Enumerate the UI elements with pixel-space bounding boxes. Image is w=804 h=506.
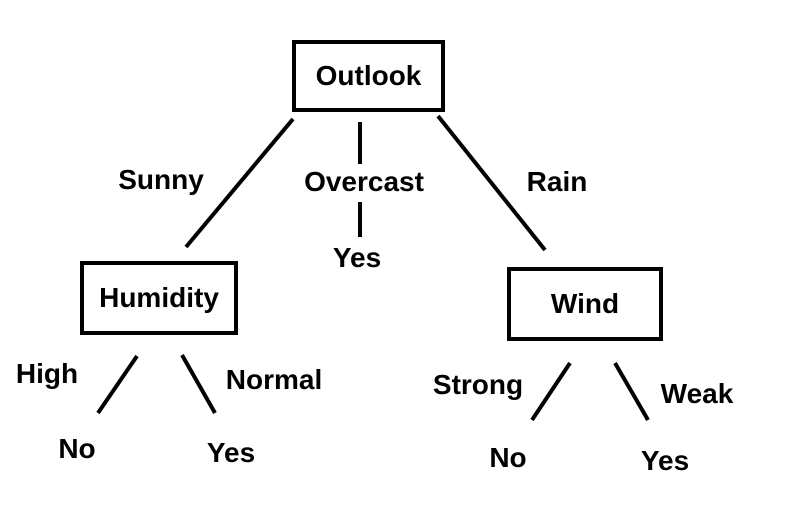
branch-label-sunny: Sunny	[118, 164, 204, 195]
leaf-weak-yes: Yes	[640, 445, 690, 476]
node-wind: Wind	[507, 267, 663, 341]
node-wind-label: Wind	[550, 288, 620, 319]
edge-outlook-wind	[436, 114, 547, 252]
branch-label-high: High	[15, 358, 79, 389]
branch-label-overcast: Overcast	[304, 166, 424, 197]
branch-label-rain: Rain	[526, 166, 588, 197]
branch-label-strong: Strong	[432, 369, 524, 400]
edge-humidity-yes	[180, 354, 217, 414]
edge-wind-yes	[613, 361, 650, 422]
node-outlook: Outlook	[292, 40, 445, 112]
edge-wind-no	[530, 361, 572, 422]
leaf-overcast-yes: Yes	[332, 242, 382, 273]
node-humidity: Humidity	[80, 261, 238, 335]
leaf-normal-yes: Yes	[206, 437, 256, 468]
edge-outlook-humidity	[184, 117, 295, 249]
branch-label-normal: Normal	[225, 364, 323, 395]
node-outlook-label: Outlook	[315, 60, 422, 91]
branch-label-weak: Weak	[660, 378, 734, 409]
leaf-high-no: No	[58, 433, 96, 464]
edge-humidity-no	[96, 354, 139, 415]
node-humidity-label: Humidity	[99, 282, 219, 313]
leaf-strong-no: No	[489, 442, 527, 473]
